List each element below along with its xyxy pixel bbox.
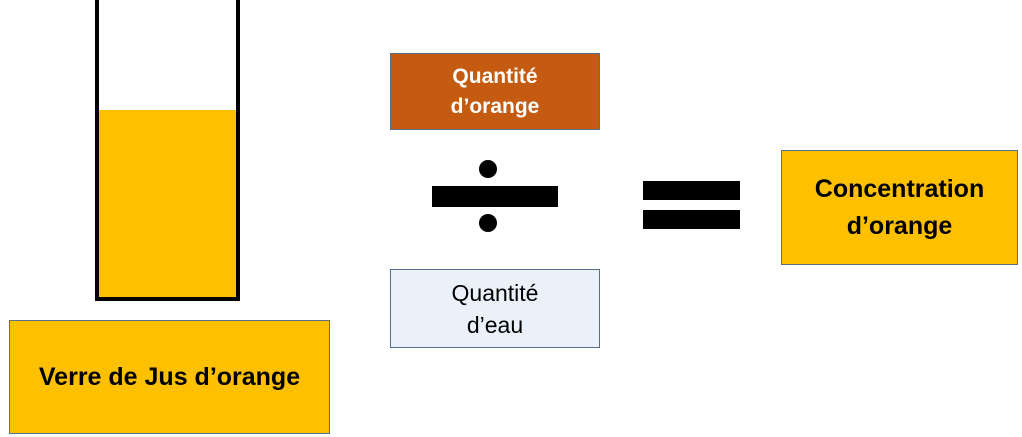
orange-quantity-label: Quantité d’orange bbox=[450, 64, 540, 118]
division-sign-icon bbox=[432, 160, 558, 232]
division-bottom-dot bbox=[479, 214, 497, 232]
orange-quantity-box: Quantité d’orange bbox=[390, 53, 600, 130]
water-quantity-box: Quantité d’eau bbox=[390, 269, 600, 348]
glass-bottom bbox=[95, 297, 240, 301]
glass-label-box: Verre de Jus d’orange bbox=[9, 320, 330, 434]
division-top-dot bbox=[479, 160, 497, 178]
equals-top-bar bbox=[643, 181, 740, 200]
glass-left-wall bbox=[95, 0, 99, 301]
glass-label: Verre de Jus d’orange bbox=[38, 362, 301, 391]
glass-juice-fill bbox=[99, 110, 236, 297]
equals-sign-icon bbox=[643, 181, 740, 229]
water-quantity-label: Quantité d’eau bbox=[451, 279, 539, 338]
concentration-label: Concentration d’orange bbox=[814, 174, 985, 240]
division-bar bbox=[432, 186, 558, 207]
juice-glass bbox=[0, 0, 340, 301]
concentration-box: Concentration d’orange bbox=[781, 150, 1018, 265]
glass-right-wall bbox=[236, 0, 240, 301]
equals-bottom-bar bbox=[643, 210, 740, 229]
